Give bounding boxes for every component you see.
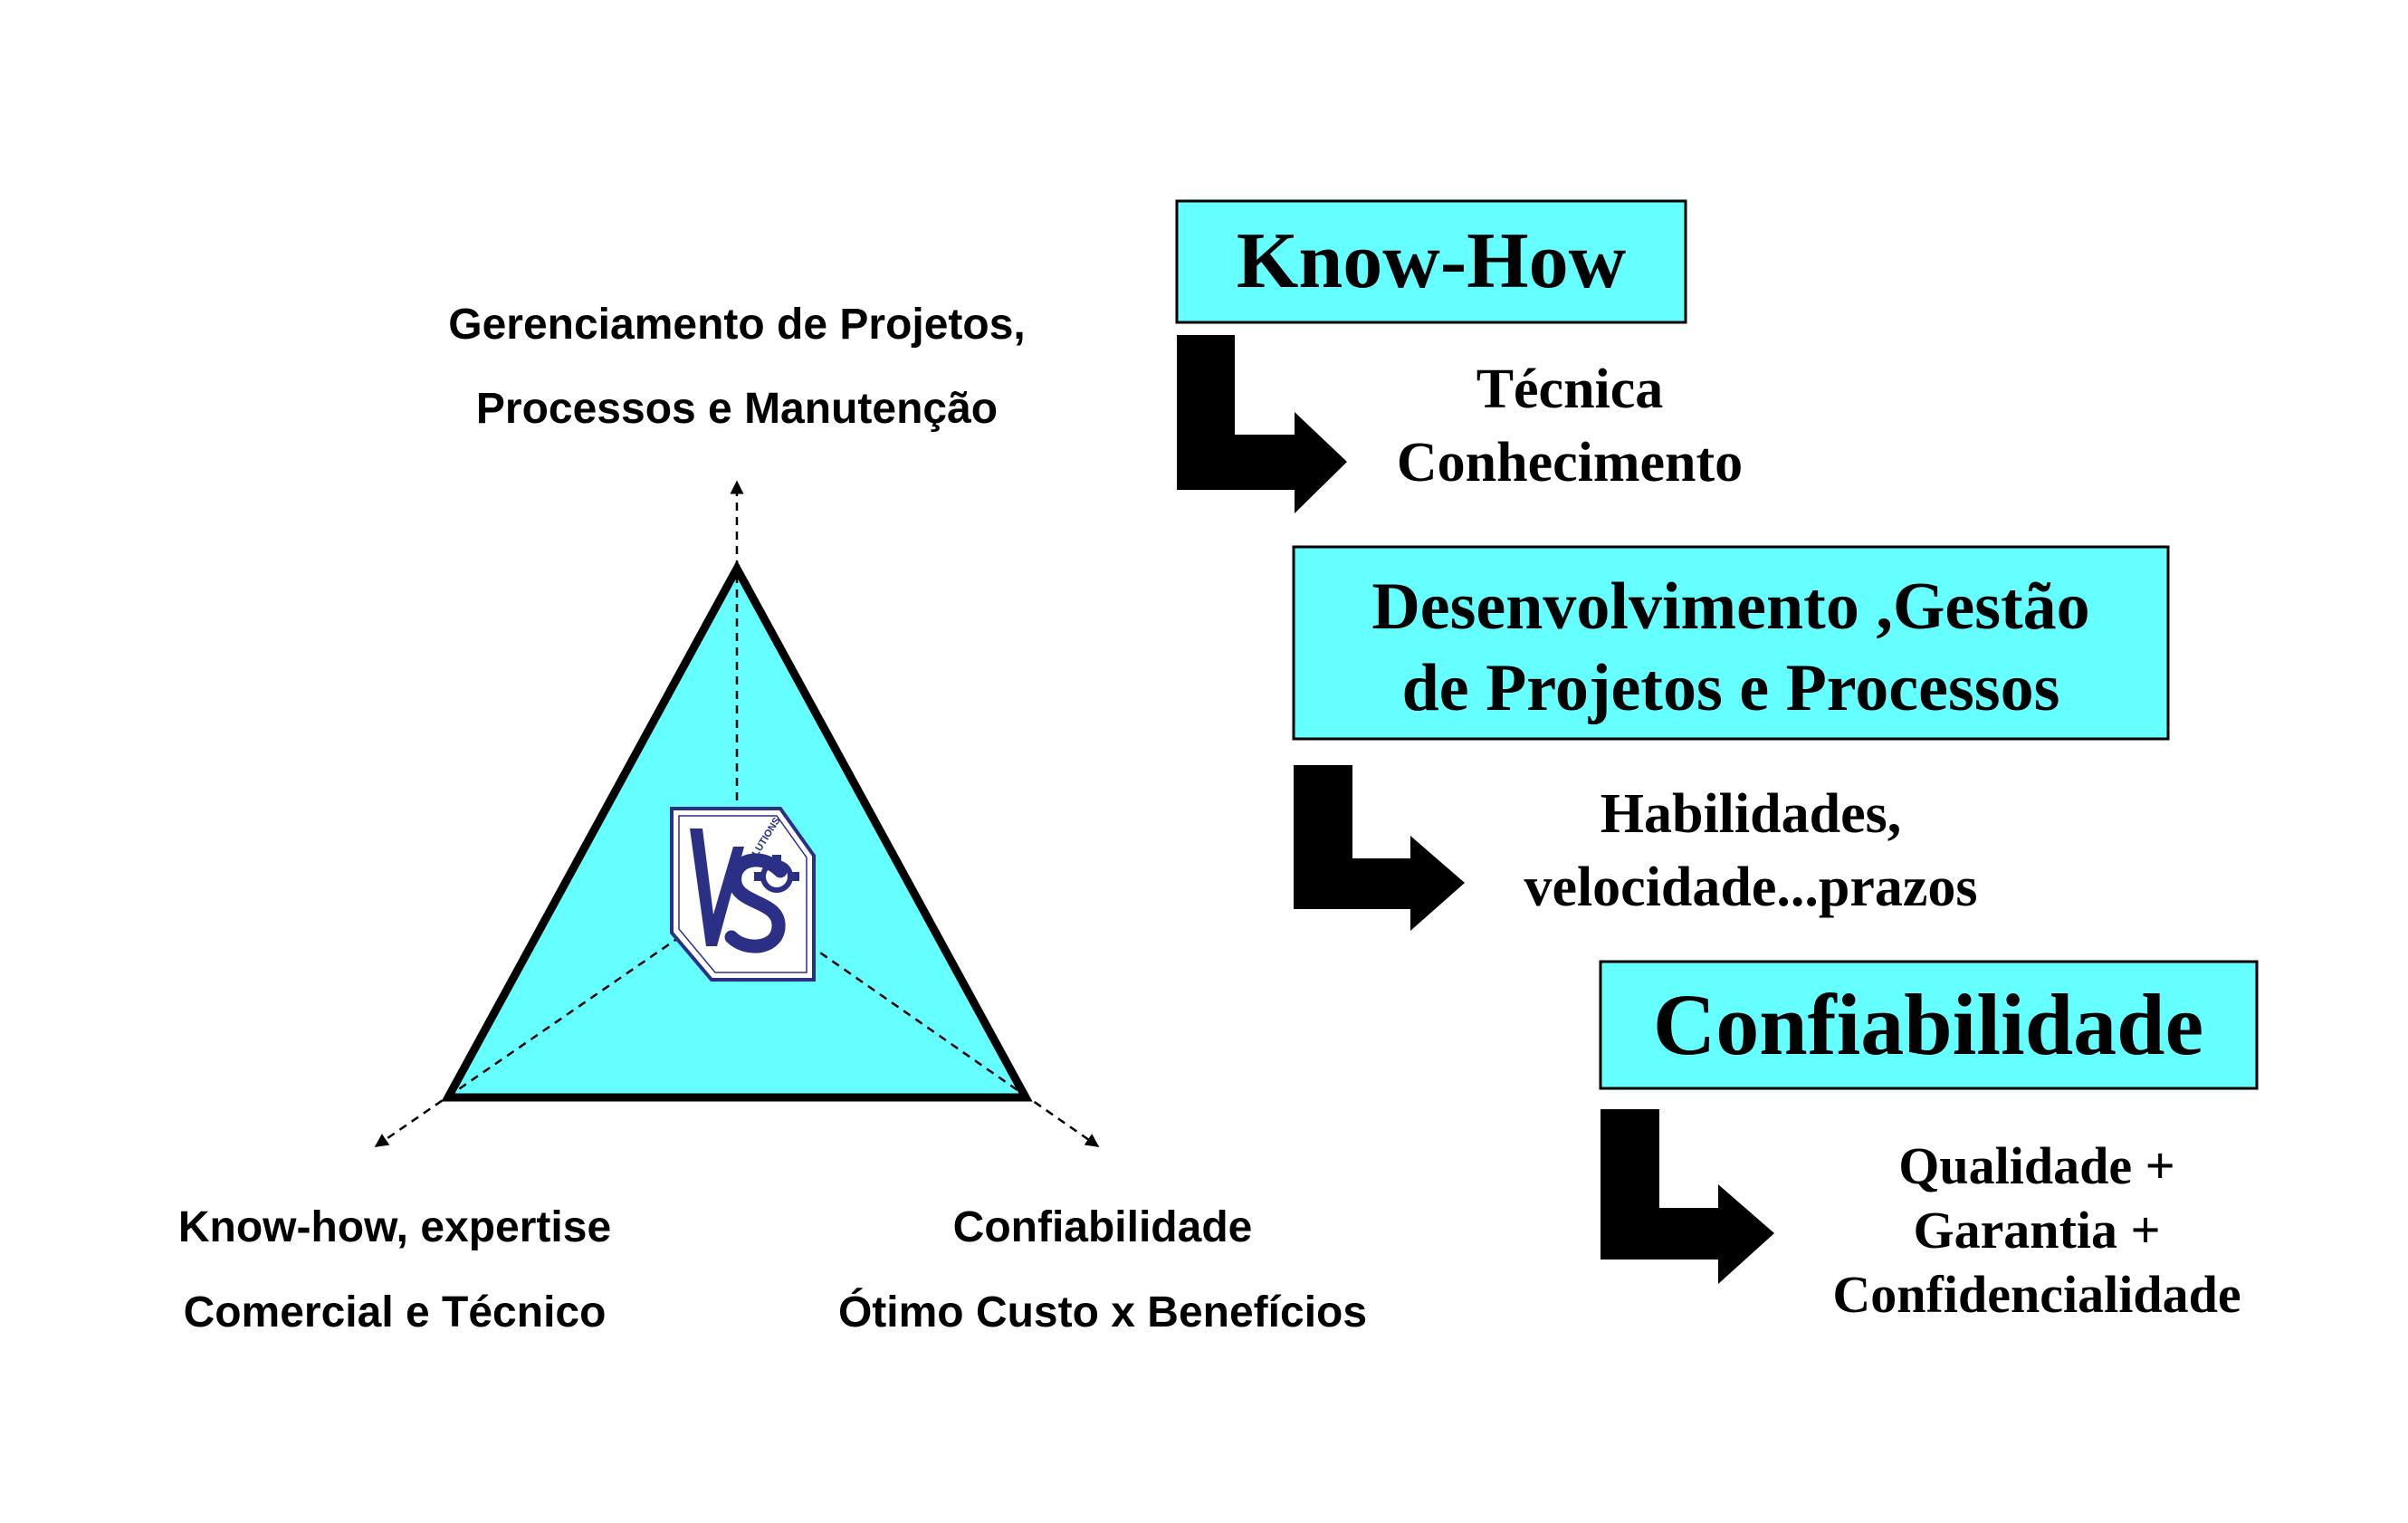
left-vertex-label-line2: Comercial e Técnico — [184, 1288, 607, 1336]
pillar-title-line2: de Projetos e Processos — [1402, 651, 2060, 725]
pillar-title-box — [1599, 960, 2259, 1090]
pillar-title-line1: Desenvolvimento ,Gestão — [1371, 570, 2089, 644]
top-vertex-label-line2: Processos e Manutenção — [476, 385, 998, 433]
pillar-title-box — [1292, 545, 2170, 741]
dashed-axis-right — [796, 934, 1100, 1148]
triangle-diagram: SOLUTIONS Gerenciamento de Projetos, Pro… — [178, 301, 1367, 1336]
arrow-turn-right-icon — [1294, 765, 1465, 931]
arrow-turn-right-icon — [1601, 1109, 1774, 1284]
vs-solutions-logo: SOLUTIONS — [670, 807, 816, 982]
logo-badge-inner — [678, 815, 807, 973]
dashed-axis-left — [374, 934, 682, 1148]
pillar-detail-line1: Habilidades, — [1601, 783, 1902, 845]
pillar-detail-line2: Garantia + — [1913, 1201, 2160, 1260]
pillar-title: Know-How — [1237, 217, 1627, 305]
pillar-confiabilidade: Confiabilidade Qualidade + Garantia + Co… — [1599, 960, 2259, 1324]
pillar-detail-line2: Conhecimento — [1397, 432, 1743, 493]
pillar-know-how: Know-How Técnica Conhecimento — [1175, 199, 1743, 513]
pillar-title-box — [1175, 199, 1687, 324]
pillar-desenvolvimento: Desenvolvimento ,Gestão de Projetos e Pr… — [1292, 545, 2170, 931]
logo-s-letter — [724, 853, 788, 953]
right-vertex-label-line2: Ótimo Custo x Benefícios — [838, 1287, 1367, 1336]
logo-v-letter — [690, 829, 744, 946]
right-vertex-label-line1: Confiabilidade — [953, 1203, 1253, 1251]
top-vertex-label-line1: Gerenciamento de Projetos, — [448, 301, 1026, 349]
arrow-turn-right-icon — [1177, 335, 1347, 513]
pillar-detail-line2: velocidade...prazos — [1524, 857, 1977, 918]
pillar-title: Confiabilidade — [1653, 976, 2203, 1073]
gear-icon — [754, 855, 799, 893]
pillar-detail-line1: Técnica — [1476, 359, 1664, 420]
pillar-detail-line3: Confidencialidade — [1832, 1265, 2241, 1324]
pillar-detail-line1: Qualidade + — [1898, 1136, 2174, 1195]
left-vertex-label-line1: Know-how, expertise — [178, 1203, 611, 1251]
